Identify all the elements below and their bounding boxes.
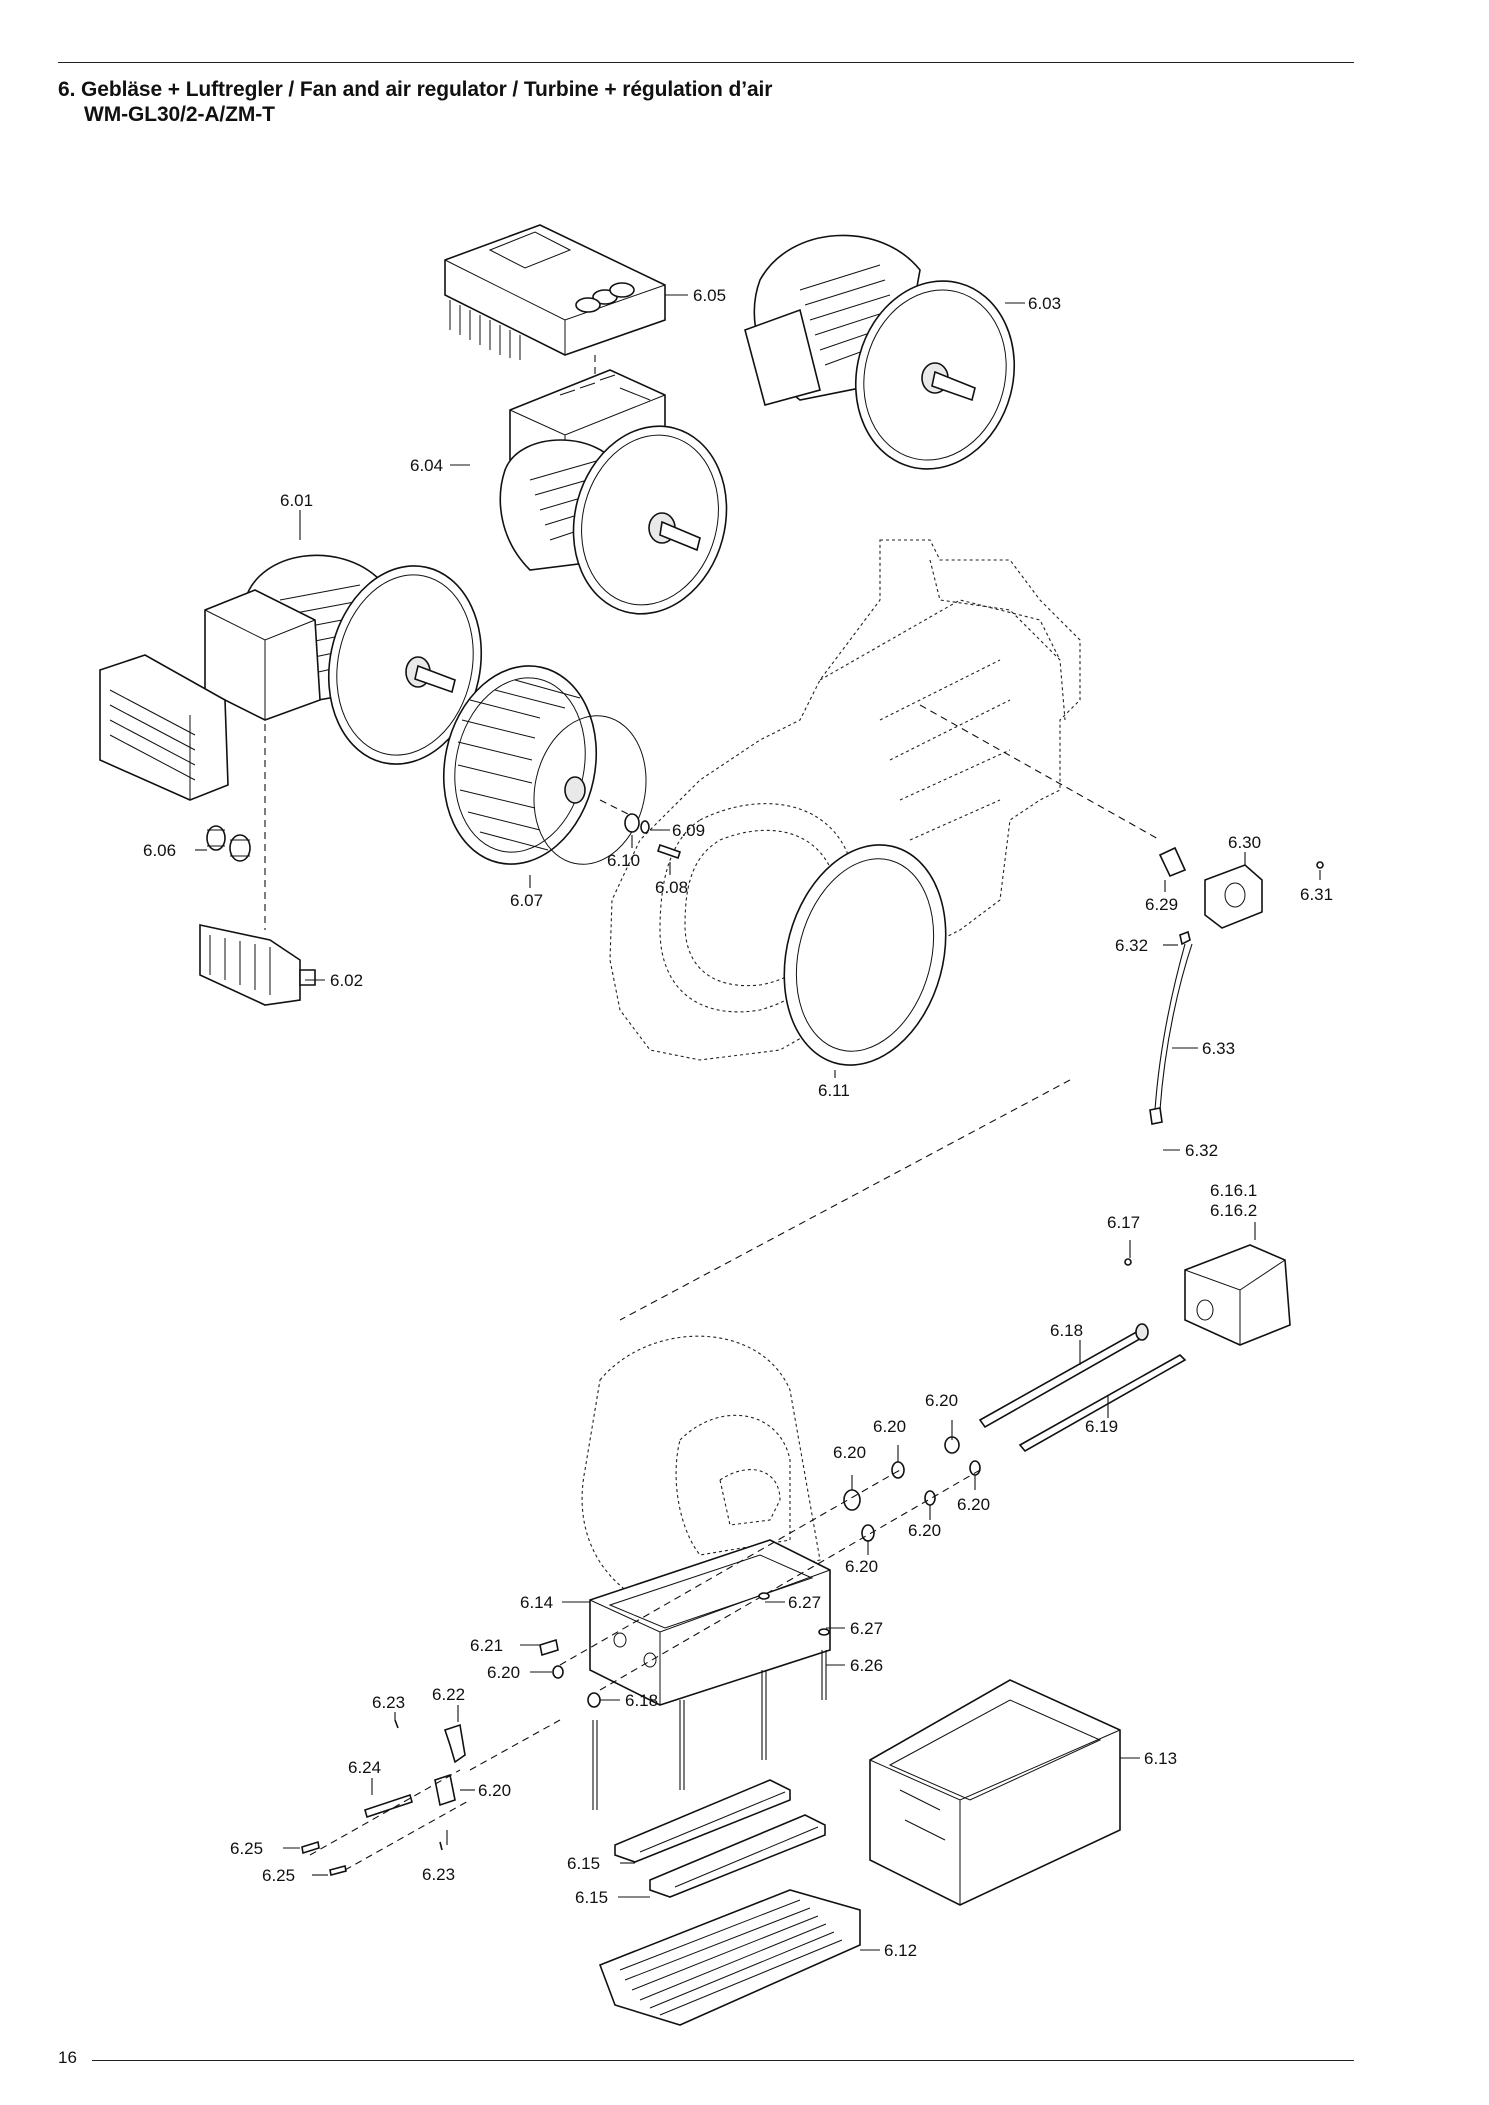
label-6-12: 6.12 [884,1941,917,1960]
label-6-14: 6.14 [520,1593,553,1612]
page-title: 6. Gebläse + Luftregler / Fan and air re… [58,77,772,127]
label-6-01: 6.01 [280,491,313,510]
label-6-15-b: 6.15 [575,1888,608,1907]
part-6-16-actuator [1124,1244,1291,1346]
part-6-12-grille [598,1889,861,2026]
leader-dash [919,704,1161,841]
label-6-07: 6.07 [510,891,543,910]
label-6-30: 6.30 [1228,833,1261,852]
part-6-06-cable-glands [206,825,251,862]
leader-lines [195,294,1321,1951]
lower-housing-outline [581,1335,821,1601]
label-6-32-b: 6.32 [1185,1141,1218,1160]
label-6-17: 6.17 [1107,1213,1140,1232]
label-6-26: 6.26 [850,1656,883,1675]
label-6-20-c: 6.20 [833,1443,866,1462]
label-6-19: 6.19 [1085,1417,1118,1436]
label-6-04: 6.04 [410,456,443,475]
title-line-2: WM-GL30/2-A/ZM-T [84,103,275,126]
part-6-11-flange-ring [783,844,947,1066]
label-6-25-a: 6.25 [230,1839,263,1858]
label-6-03: 6.03 [1028,294,1061,313]
part-6-14-air-box [589,1539,831,1706]
label-6-21: 6.21 [470,1636,503,1655]
part-labels: 6.05 6.03 6.04 6.01 6.06 6.02 6.07 6.09 … [143,286,1333,1960]
label-6-27-a: 6.27 [788,1593,821,1612]
leader-dash [559,1469,901,1666]
part-6-05-control-cover [444,224,666,360]
label-6-10: 6.10 [607,851,640,870]
parts-6-08-6-09-6-10 [624,813,682,860]
title-line-1: 6. Gebläse + Luftregler / Fan and air re… [58,78,773,101]
label-6-22: 6.22 [432,1685,465,1704]
label-6-05: 6.05 [693,286,726,305]
part-6-01-fan-motor [204,554,483,765]
label-6-33: 6.33 [1202,1039,1235,1058]
label-6-20-a: 6.20 [925,1391,958,1410]
label-6-16-1: 6.16.1 [1210,1181,1257,1200]
label-6-16-2: 6.16.2 [1210,1201,1257,1220]
linkage-parts-6-21-to-6-25 [301,1638,601,1876]
terminal-box-cover [99,654,229,801]
label-6-08: 6.08 [655,878,688,897]
label-6-20-h: 6.20 [478,1781,511,1800]
label-6-20-d: 6.20 [957,1495,990,1514]
leader-dash [469,1719,561,1771]
label-6-20-e: 6.20 [908,1521,941,1540]
label-6-13: 6.13 [1144,1749,1177,1768]
label-6-20-b: 6.20 [873,1417,906,1436]
label-6-32-a: 6.32 [1115,936,1148,955]
part-6-13-base-tray [869,1679,1121,1906]
label-6-24: 6.24 [348,1758,381,1777]
part-6-02-terminal-block [199,924,316,1006]
part-6-18-6-19-shafts [978,1323,1187,1453]
label-6-31: 6.31 [1300,885,1333,904]
top-rule [58,62,1354,63]
page-number: 16 [58,2048,77,2067]
label-6-02: 6.02 [330,971,363,990]
part-6-07-fan-wheel [442,665,647,865]
label-6-29: 6.29 [1145,895,1178,914]
label-6-18-b: 6.18 [625,1691,658,1710]
part-6-04-fan-motor-with-box [499,369,728,615]
part-6-30-pressure-switch [1149,846,1324,1125]
leader-dash [309,1769,461,1856]
label-6-20-f: 6.20 [845,1557,878,1576]
label-6-27-b: 6.27 [850,1619,883,1638]
leader-dash [344,1799,471,1871]
label-6-23-b: 6.23 [422,1865,455,1884]
part-6-15-strips [614,1779,826,1898]
label-6-15-a: 6.15 [567,1854,600,1873]
label-6-25-b: 6.25 [262,1866,295,1885]
label-6-11: 6.11 [818,1081,850,1100]
label-6-09: 6.09 [672,821,705,840]
label-6-06: 6.06 [143,841,176,860]
leader-dash [599,1469,981,1691]
leader-dash [619,1079,1071,1321]
part-6-03-fan-motor [744,234,1016,470]
part-6-26-6-27-screws [592,1592,830,1810]
label-6-18-a: 6.18 [1050,1321,1083,1340]
label-6-23-a: 6.23 [372,1693,405,1712]
bottom-rule [92,2060,1354,2061]
label-6-20-g: 6.20 [487,1663,520,1682]
